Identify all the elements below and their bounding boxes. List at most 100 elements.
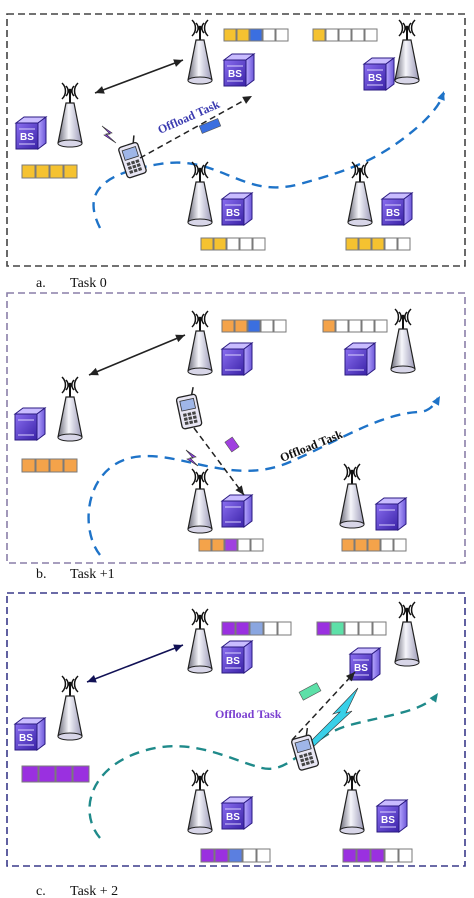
phone-screen bbox=[121, 146, 139, 161]
queue-slot bbox=[344, 621, 359, 636]
server-side bbox=[403, 192, 413, 226]
queue-slot bbox=[21, 458, 36, 473]
server-side bbox=[366, 342, 376, 376]
queue-slot bbox=[275, 28, 289, 42]
tower-base bbox=[394, 658, 420, 667]
queue-slot bbox=[55, 765, 73, 783]
bs-label: BS bbox=[226, 656, 240, 667]
signal-wave-icon bbox=[203, 19, 209, 37]
queue-slot bbox=[221, 621, 236, 636]
tower-base bbox=[187, 367, 213, 376]
base-station-tower bbox=[57, 376, 83, 442]
queue-slot bbox=[316, 621, 331, 636]
queue-slot bbox=[249, 621, 264, 636]
queue-slot bbox=[277, 621, 292, 636]
offload-task-label: Offload Task bbox=[215, 707, 282, 721]
tower-base bbox=[187, 665, 213, 674]
tower-base bbox=[339, 826, 365, 835]
task-queue-top_right bbox=[312, 28, 378, 42]
phone-key bbox=[301, 762, 306, 767]
queue-slot bbox=[256, 848, 271, 863]
signal-wave-icon bbox=[191, 310, 197, 328]
signal-wave-icon bbox=[347, 772, 351, 784]
bs-server-icon: BS bbox=[14, 116, 48, 150]
path-arrowhead-icon bbox=[437, 91, 445, 101]
signal-wave-icon bbox=[191, 608, 197, 626]
signal-wave-icon bbox=[363, 161, 369, 179]
queue-slot bbox=[358, 237, 372, 251]
bs-server-icon bbox=[343, 342, 377, 376]
signal-wave-icon bbox=[353, 466, 357, 478]
phone-key bbox=[189, 420, 194, 425]
queue-slot bbox=[249, 28, 263, 42]
queue-slot bbox=[371, 237, 385, 251]
queue-slot bbox=[235, 621, 250, 636]
signal-wave-icon bbox=[201, 772, 205, 784]
queue-slot bbox=[236, 28, 250, 42]
bs-label: BS bbox=[20, 132, 34, 143]
queue-slot bbox=[38, 765, 56, 783]
panel-frame bbox=[6, 592, 466, 867]
signal-wave-icon bbox=[398, 311, 402, 323]
task-block-icon bbox=[198, 118, 222, 134]
queue-slot bbox=[21, 164, 36, 179]
queue-slot bbox=[330, 621, 345, 636]
phone-key bbox=[187, 412, 192, 416]
task-queue-top_mid bbox=[221, 621, 292, 636]
bs-server-icon: BS bbox=[222, 53, 256, 87]
queue-slot bbox=[372, 621, 387, 636]
server-side bbox=[36, 407, 46, 441]
signal-wave-icon bbox=[195, 471, 199, 483]
signal-wave-icon bbox=[343, 769, 349, 787]
phone-antenna bbox=[132, 135, 135, 144]
phone-key bbox=[183, 417, 188, 421]
signal-wave-icon bbox=[203, 608, 209, 626]
phone-screen bbox=[294, 738, 312, 754]
signal-wave-icon bbox=[195, 164, 199, 176]
panel-frame bbox=[6, 13, 466, 267]
base-station-tower bbox=[187, 310, 213, 376]
phone-key bbox=[132, 164, 137, 169]
phone-key bbox=[310, 759, 315, 764]
tower-base bbox=[57, 433, 83, 442]
offload-arrow bbox=[291, 671, 356, 741]
server-side bbox=[37, 116, 47, 150]
phone-key bbox=[136, 163, 141, 168]
offload-arrowhead-icon bbox=[235, 485, 244, 495]
queue-slot bbox=[354, 538, 368, 552]
link-arrow bbox=[86, 644, 184, 683]
panel-caption-letter: b. bbox=[36, 567, 47, 582]
server-side bbox=[397, 497, 407, 531]
bs-label: BS bbox=[19, 733, 33, 744]
offload-arrowhead-icon bbox=[242, 96, 252, 104]
phone-key bbox=[305, 761, 310, 766]
base-station-tower bbox=[187, 608, 213, 674]
signal-wave-icon bbox=[195, 772, 199, 784]
bs-server-icon: BS bbox=[348, 647, 382, 681]
path-arrowhead-icon bbox=[429, 693, 438, 703]
signal-wave-icon bbox=[191, 769, 197, 787]
base-station-tower bbox=[187, 769, 213, 835]
server-front bbox=[344, 348, 368, 376]
queue-slot bbox=[224, 538, 238, 552]
server-side bbox=[245, 53, 255, 87]
bs-label: BS bbox=[228, 69, 242, 80]
queue-slot bbox=[370, 848, 385, 863]
signal-wave-icon bbox=[191, 468, 197, 486]
queue-slot bbox=[63, 458, 78, 473]
signal-wave-icon bbox=[203, 769, 209, 787]
queue-slot bbox=[35, 458, 50, 473]
task-queue-bottom_mid bbox=[200, 848, 271, 863]
task-queue-left bbox=[21, 765, 90, 783]
signal-wave-icon bbox=[191, 19, 197, 37]
signal-wave-icon bbox=[195, 22, 199, 34]
signal-wave-icon bbox=[351, 161, 357, 179]
bs-server-icon: BS bbox=[380, 192, 414, 226]
server-side bbox=[243, 494, 253, 528]
panel-caption-text: Task +1 bbox=[70, 567, 115, 582]
queue-slot bbox=[198, 538, 212, 552]
mobile-device-icon bbox=[175, 387, 203, 430]
queue-slot bbox=[322, 319, 336, 333]
signal-wave-icon bbox=[201, 22, 205, 34]
